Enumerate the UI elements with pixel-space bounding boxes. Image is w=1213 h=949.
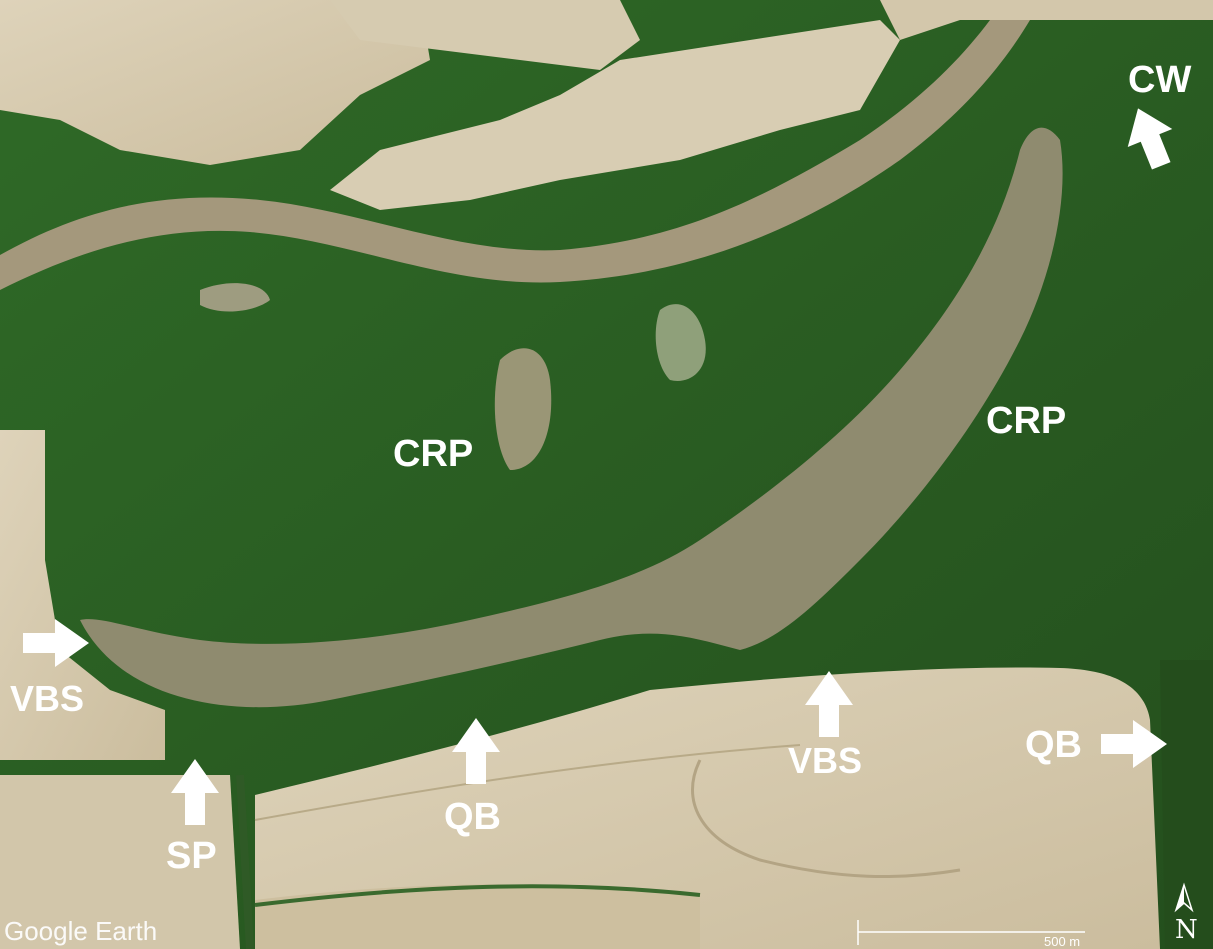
arrow-icon	[171, 759, 219, 825]
label-cw: CW	[1128, 59, 1191, 101]
label-qb-right: QB	[1025, 724, 1082, 766]
top-field-strip	[880, 0, 1213, 40]
north-label: N	[1175, 915, 1198, 945]
scale-bar-label: 500 m	[1044, 934, 1080, 949]
label-sp: SP	[166, 835, 217, 877]
arrow-icon	[1101, 720, 1167, 768]
forest-right-edge	[1160, 660, 1213, 949]
north-arrow-icon	[1174, 882, 1194, 913]
arrow-icon	[1127, 108, 1173, 170]
field-bottom-lower-strip	[255, 884, 700, 949]
label-qb-center: QB	[444, 796, 501, 838]
google-earth-watermark: Google Earth	[4, 916, 157, 946]
pond-1	[494, 348, 552, 470]
field-bottom-left	[0, 430, 165, 760]
field-line-2	[691, 759, 961, 879]
field-road	[236, 774, 254, 949]
arrow-icon	[805, 671, 853, 737]
arrow-icon	[23, 619, 89, 667]
top-field-right	[330, 20, 900, 210]
label-vbs-right: VBS	[788, 740, 862, 781]
top-field-center	[330, 0, 640, 70]
label-crp-center: CRP	[393, 433, 473, 475]
pond-3	[200, 283, 270, 312]
field-bottom-left-lower	[0, 775, 240, 949]
field-line-3	[254, 884, 701, 907]
label-crp-right: CRP	[986, 400, 1066, 442]
pond-2	[655, 304, 706, 381]
oxbow-lake	[80, 127, 1063, 708]
top-field-left	[0, 0, 430, 165]
arrow-icon	[452, 718, 500, 784]
label-vbs-left: VBS	[10, 678, 84, 719]
river-upper	[0, 20, 1030, 290]
field-line-1	[254, 744, 801, 821]
field-bottom-main	[255, 667, 1160, 949]
